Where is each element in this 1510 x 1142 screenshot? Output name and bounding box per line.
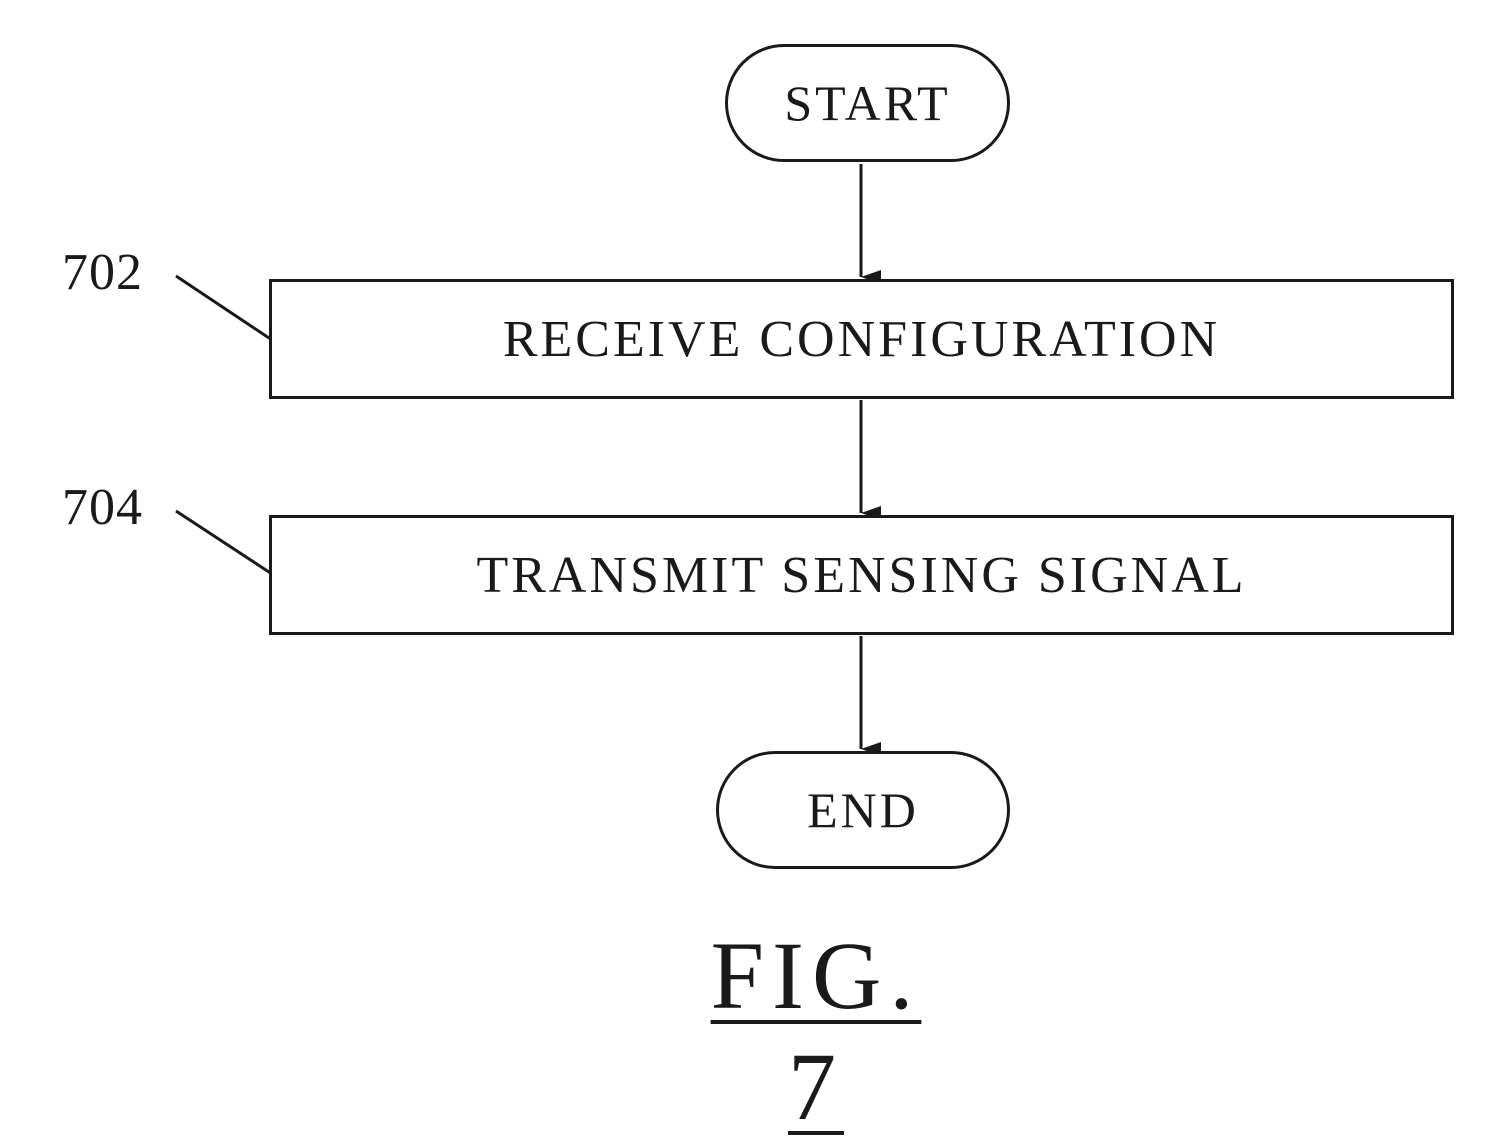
end-label: END	[807, 782, 919, 838]
end-terminal: END	[716, 751, 1010, 869]
reference-numeral-702: 702	[62, 244, 143, 301]
start-terminal: START	[725, 44, 1010, 162]
leader-line-704	[175, 509, 273, 576]
step-702-label: RECEIVE CONFIGURATION	[502, 310, 1221, 368]
reference-numeral-704: 704	[62, 479, 143, 536]
process-step-704: TRANSMIT SENSING SIGNAL	[269, 515, 1454, 635]
flowchart-canvas: START RECEIVE CONFIGURATION TRANSMIT SEN…	[62, 44, 1454, 1140]
figure-caption: FIG. 7	[710, 922, 922, 1140]
process-step-702: RECEIVE CONFIGURATION	[269, 279, 1454, 399]
start-label: START	[784, 75, 951, 131]
leader-line-702	[175, 274, 273, 342]
connector-layer	[175, 164, 881, 756]
step-704-label: TRANSMIT SENSING SIGNAL	[476, 546, 1247, 604]
